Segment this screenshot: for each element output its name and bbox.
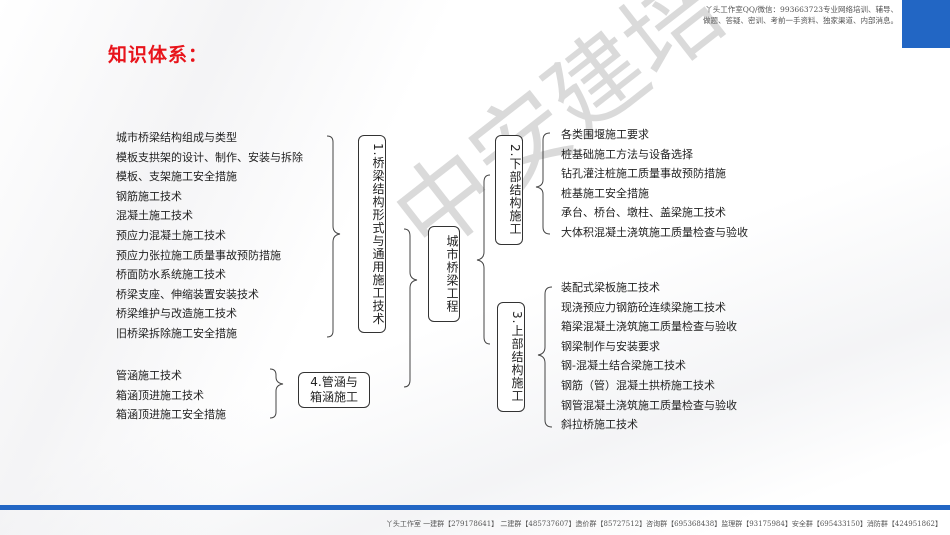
brace-b1-items xyxy=(326,135,341,338)
footer-note: 丫头工作室 一建群【279178641】 二建群【485737607】造价群【8… xyxy=(385,520,942,528)
list-item: 箱涵顶进施工安全措施 xyxy=(116,408,226,422)
node-branch4-line1: 4.管涵与 xyxy=(310,375,358,389)
list-item: 桩基施工安全措施 xyxy=(561,186,649,200)
list-item: 混凝土施工技术 xyxy=(116,209,193,223)
brace-b2-items xyxy=(535,132,551,235)
list-item: 斜拉桥施工技术 xyxy=(561,418,638,432)
list-item: 钻孔灌注桩施工质量事故预防措施 xyxy=(561,167,726,181)
branch2-item-list: 各类围堰施工要求 桩基础施工方法与设备选择 钻孔灌注桩施工质量事故预防措施 桩基… xyxy=(561,125,748,243)
node-branch1-label: 桥梁结构形式与通用施工技术 xyxy=(371,156,385,326)
list-item: 现浇预应力钢筋砼连续梁施工技术 xyxy=(561,300,726,314)
brace-b3-items xyxy=(537,286,553,428)
list-item: 承台、桥台、墩柱、盖梁施工技术 xyxy=(561,206,726,220)
branch4-item-list: 管涵施工技术 箱涵顶进施工技术 箱涵顶进施工安全措施 xyxy=(116,366,226,425)
node-branch3: 3.上部结构施工 xyxy=(497,302,525,412)
list-item: 钢筋施工技术 xyxy=(116,189,182,203)
list-item: 旧桥梁拆除施工安全措施 xyxy=(116,326,237,340)
list-item: 城市桥梁结构组成与类型 xyxy=(116,131,237,144)
branch1-item-list: 城市桥梁结构组成与类型 模板支拱架的设计、制作、安装与拆除 模板、支架施工安全措… xyxy=(116,128,303,344)
node-branch2-label: 下部结构施工 xyxy=(508,157,522,236)
node-branch1-number: 1. xyxy=(371,142,385,157)
node-branch1: 1.桥梁结构形式与通用施工技术 xyxy=(358,135,386,333)
list-item: 大体积混凝土浇筑施工质量检查与验收 xyxy=(561,225,748,239)
list-item: 模板支拱架的设计、制作、安装与拆除 xyxy=(116,150,303,164)
page-title: 知识体系： xyxy=(108,44,209,66)
list-item: 装配式梁板施工技术 xyxy=(561,281,660,294)
list-item: 各类围堰施工要求 xyxy=(561,128,649,141)
brace-center-right xyxy=(476,174,491,345)
node-branch3-number: 3. xyxy=(510,311,524,325)
list-item: 桩基础施工方法与设备选择 xyxy=(561,147,693,161)
list-item: 钢-混凝土结合梁施工技术 xyxy=(561,359,686,373)
header-note-line1: 丫头工作室QQ/微信：993663723专业网络培训、辅导、 xyxy=(705,5,898,14)
list-item: 钢管混凝土浇筑施工质量检查与验收 xyxy=(561,398,737,412)
list-item: 预应力张拉施工质量事故预防措施 xyxy=(116,248,281,262)
list-item: 箱梁混凝土浇筑施工质量检查与验收 xyxy=(561,320,737,334)
node-branch4-line2: 箱涵施工 xyxy=(309,390,358,404)
list-item: 管涵施工技术 xyxy=(116,369,182,382)
list-item: 模板、支架施工安全措施 xyxy=(116,170,237,184)
node-branch3-label: 上部结构施工 xyxy=(510,324,524,403)
node-center: 城市桥梁工程 xyxy=(428,226,460,322)
node-branch4: 4.管涵与 箱涵施工 xyxy=(298,372,370,408)
footer-bar xyxy=(0,505,950,510)
node-center-label: 城市桥梁工程 xyxy=(445,235,459,313)
brace-b4-items xyxy=(269,368,284,419)
list-item: 预应力混凝土施工技术 xyxy=(116,228,226,242)
list-item: 桥梁支座、伸缩装置安装技术 xyxy=(116,287,259,301)
list-item: 箱涵顶进施工技术 xyxy=(116,388,204,402)
brace-center-left xyxy=(403,228,418,388)
list-item: 钢筋（管）混凝土拱桥施工技术 xyxy=(561,378,715,392)
list-item: 桥面防水系统施工技术 xyxy=(116,268,226,282)
node-branch2-number: 2. xyxy=(508,144,522,158)
header-note: 丫头工作室QQ/微信：993663723专业网络培训、辅导、 做题、答疑、密训、… xyxy=(703,4,898,26)
list-item: 钢梁制作与安装要求 xyxy=(561,339,660,353)
node-branch2: 2.下部结构施工 xyxy=(495,135,523,245)
header-note-line2: 做题、答疑、密训、考前一手资料、独家渠道、内部消息。 xyxy=(703,16,898,25)
list-item: 桥梁维护与改造施工技术 xyxy=(116,307,237,321)
branch3-item-list: 装配式梁板施工技术 现浇预应力钢筋砼连续梁施工技术 箱梁混凝土浇筑施工质量检查与… xyxy=(561,278,737,435)
corner-accent-block xyxy=(902,0,950,48)
